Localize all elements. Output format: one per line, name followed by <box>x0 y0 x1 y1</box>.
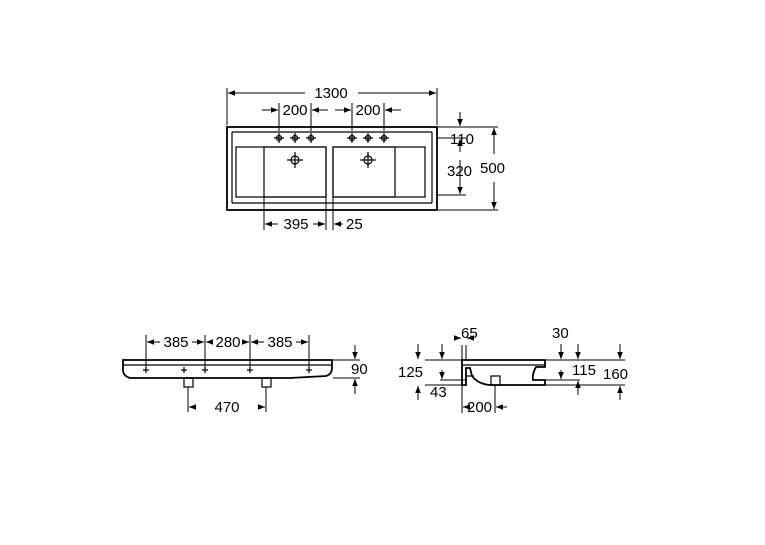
side-view-basin-outline <box>461 359 546 386</box>
dim-depth-to-drain: 320 <box>447 163 472 180</box>
dim-front-center-spacing: 280 <box>215 334 240 351</box>
top-view-basin-outline <box>226 126 438 211</box>
dim-side-bottom-offset: 43 <box>430 384 447 401</box>
front-view-basin-outline <box>122 359 333 379</box>
dim-front-left-spacing: 385 <box>163 334 188 351</box>
dim-side-drain-offset: 200 <box>467 399 492 416</box>
front-view-drain-right <box>261 377 272 388</box>
dim-side-top-offset: 65 <box>461 325 478 342</box>
top-view-left-bowl <box>235 146 327 198</box>
dim-depth-to-taps: 110 <box>450 131 474 148</box>
dim-front-drain-spacing: 470 <box>214 399 239 416</box>
dim-tap-spacing-left: 200 <box>282 102 307 119</box>
dim-overall-width: 1300 <box>314 85 347 102</box>
side-view-drain <box>490 375 501 386</box>
dim-bowl-gap: 25 <box>346 216 363 233</box>
dim-overall-depth: 500 <box>480 160 505 177</box>
dim-tap-spacing-right: 200 <box>355 102 380 119</box>
tap-hole-icons <box>274 133 389 143</box>
dim-front-right-spacing: 385 <box>267 334 292 351</box>
front-view-drain-left <box>183 377 194 388</box>
top-view-right-bowl <box>332 146 426 198</box>
dim-front-height: 90 <box>351 361 368 378</box>
dim-side-inner-height: 115 <box>572 362 596 379</box>
dim-side-right-offset: 30 <box>552 325 569 342</box>
front-view: 385 280 385 90 470 <box>122 334 368 416</box>
drain-icons <box>287 152 376 168</box>
dim-side-overall-height: 160 <box>603 366 628 383</box>
side-view: 65 30 125 43 115 160 200 <box>398 325 628 416</box>
dim-bowl-width: 395 <box>283 216 308 233</box>
top-view: 1300 200 200 110 320 500 <box>226 85 505 233</box>
dim-side-left-height: 125 <box>398 364 423 381</box>
